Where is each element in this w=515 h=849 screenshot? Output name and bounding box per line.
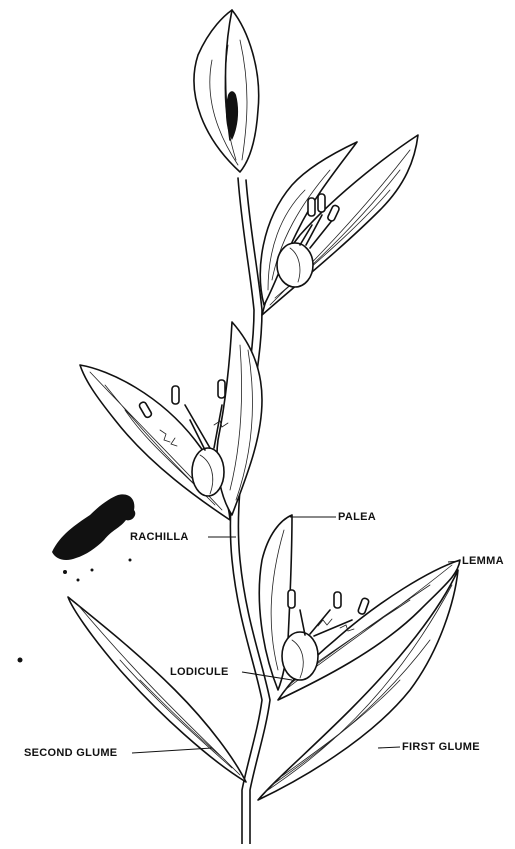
label-rachilla: RACHILLA: [130, 531, 189, 543]
label-palea: PALEA: [338, 511, 376, 523]
terminal-floret: [194, 10, 259, 172]
label-first-glume: FIRST GLUME: [402, 741, 480, 753]
label-lemma: LEMMA: [462, 555, 504, 567]
first-glume-leader: [378, 747, 400, 748]
lower-floret: [259, 515, 460, 700]
label-second-glume: SECOND GLUME: [24, 747, 117, 759]
second-glume-leader: [132, 748, 212, 753]
lodicule-leader: [242, 672, 292, 680]
upper-floret: [260, 135, 418, 315]
label-lodicule: LODICULE: [170, 666, 229, 678]
middle-floret: [80, 322, 262, 520]
